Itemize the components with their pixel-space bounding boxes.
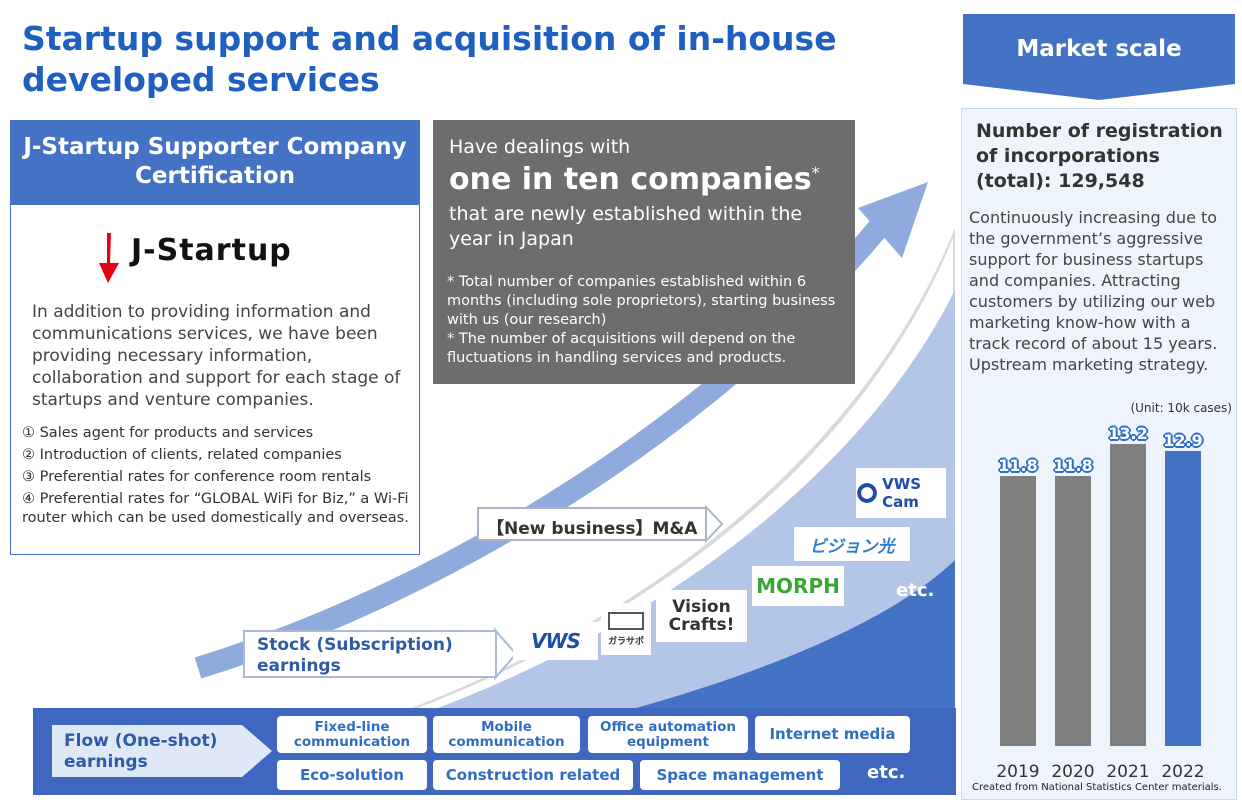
source-note: Created from National Statistics Center … (972, 782, 1222, 793)
dealings-context: that are newly established within the ye… (449, 203, 803, 250)
vws-cam-logo: VWS Cam (856, 468, 946, 518)
camera-ring-icon (857, 483, 877, 503)
bar-value-label: 11.8 (1053, 456, 1093, 475)
vision-hikari-logo: ビジョン光 (794, 527, 910, 561)
market-description: Continuously increasing due to the gover… (969, 208, 1218, 374)
j-startup-mark-icon (99, 233, 119, 283)
year-tick-label: 2020 (1051, 762, 1095, 782)
garasapo-mark-icon (608, 611, 644, 630)
registration-heading: Number of registration of incorporations… (976, 120, 1223, 192)
category-mobile: Mobile communication (433, 716, 580, 753)
categories-etc: etc. (867, 762, 906, 783)
certification-box: J-Startup Supporter Company Certificatio… (10, 120, 420, 555)
year-tick-label: 2021 (1106, 762, 1150, 782)
bar-2020 (1055, 476, 1091, 746)
dealings-intro: Have dealings with (449, 136, 631, 158)
benefit-item: ① Sales agent for products and services (22, 425, 314, 441)
j-startup-logo-text: J-Startup (131, 233, 292, 268)
category-eco-solution: Eco-solution (277, 760, 427, 790)
dealings-note: * Total number of companies established … (447, 274, 836, 328)
benefit-list: ① Sales agent for products and services … (22, 424, 414, 531)
new-business-label: 【New business】M&A (477, 507, 707, 541)
market-panel: Number of registration of incorporations… (961, 108, 1237, 800)
market-scale-banner: Market scale (963, 14, 1235, 100)
banner-shape (963, 14, 1235, 100)
category-construction: Construction related (433, 760, 633, 790)
certification-description: In addition to providing information and… (32, 302, 401, 410)
bar-value-label: 12.9 (1163, 431, 1203, 450)
benefit-item: ④ Preferential rates for “GLOBAL WiFi fo… (22, 491, 409, 526)
category-space-management: Space management (640, 760, 840, 790)
bar-value-label: 13.2 (1108, 424, 1148, 443)
dealings-box: Have dealings with one in ten companies*… (433, 120, 855, 384)
category-internet-media: Internet media (755, 716, 910, 753)
flow-earnings-label: Flow (One-shot) earnings (64, 731, 218, 772)
bar-2019 (1000, 476, 1036, 746)
stock-earnings-label: Stock (Subscription) earnings (243, 630, 497, 678)
category-office-automation: Office automation equipment (588, 716, 748, 753)
year-tick-label: 2019 (996, 762, 1040, 782)
bar-value-label: 11.8 (998, 456, 1038, 475)
dealings-highlight: one in ten companies* (449, 162, 820, 197)
flow-label-shape (52, 725, 272, 777)
bar-2022 (1165, 451, 1201, 746)
bar-2021 (1110, 444, 1146, 746)
category-fixed-line: Fixed-line communication (277, 716, 427, 753)
logos-etc: etc. (896, 580, 935, 601)
dealings-note: * The number of acquisitions will depend… (447, 331, 796, 366)
j-startup-logo: J-Startup (95, 233, 335, 283)
year-tick-label: 2022 (1161, 762, 1205, 782)
certification-heading: J-Startup Supporter Company Certificatio… (11, 121, 419, 205)
market-scale-label: Market scale (1016, 36, 1182, 62)
morph-logo: MORPH (752, 566, 844, 606)
dealings-notes: * Total number of companies established … (447, 273, 847, 368)
growth-arrow-head-icon (858, 182, 928, 258)
garasapo-logo: ガラサポ (601, 603, 651, 655)
chart-unit-label: (Unit: 10k cases) (1130, 401, 1232, 415)
vision-crafts-logo: Vision Crafts! (656, 590, 747, 642)
light-blue-growth-area (40, 290, 955, 795)
benefit-item: ② Introduction of clients, related compa… (22, 447, 342, 463)
vws-logo: VWS (513, 622, 598, 660)
benefit-item: ③ Preferential rates for conference room… (22, 469, 372, 485)
page-title: Startup support and acquisition of in-ho… (22, 19, 837, 99)
